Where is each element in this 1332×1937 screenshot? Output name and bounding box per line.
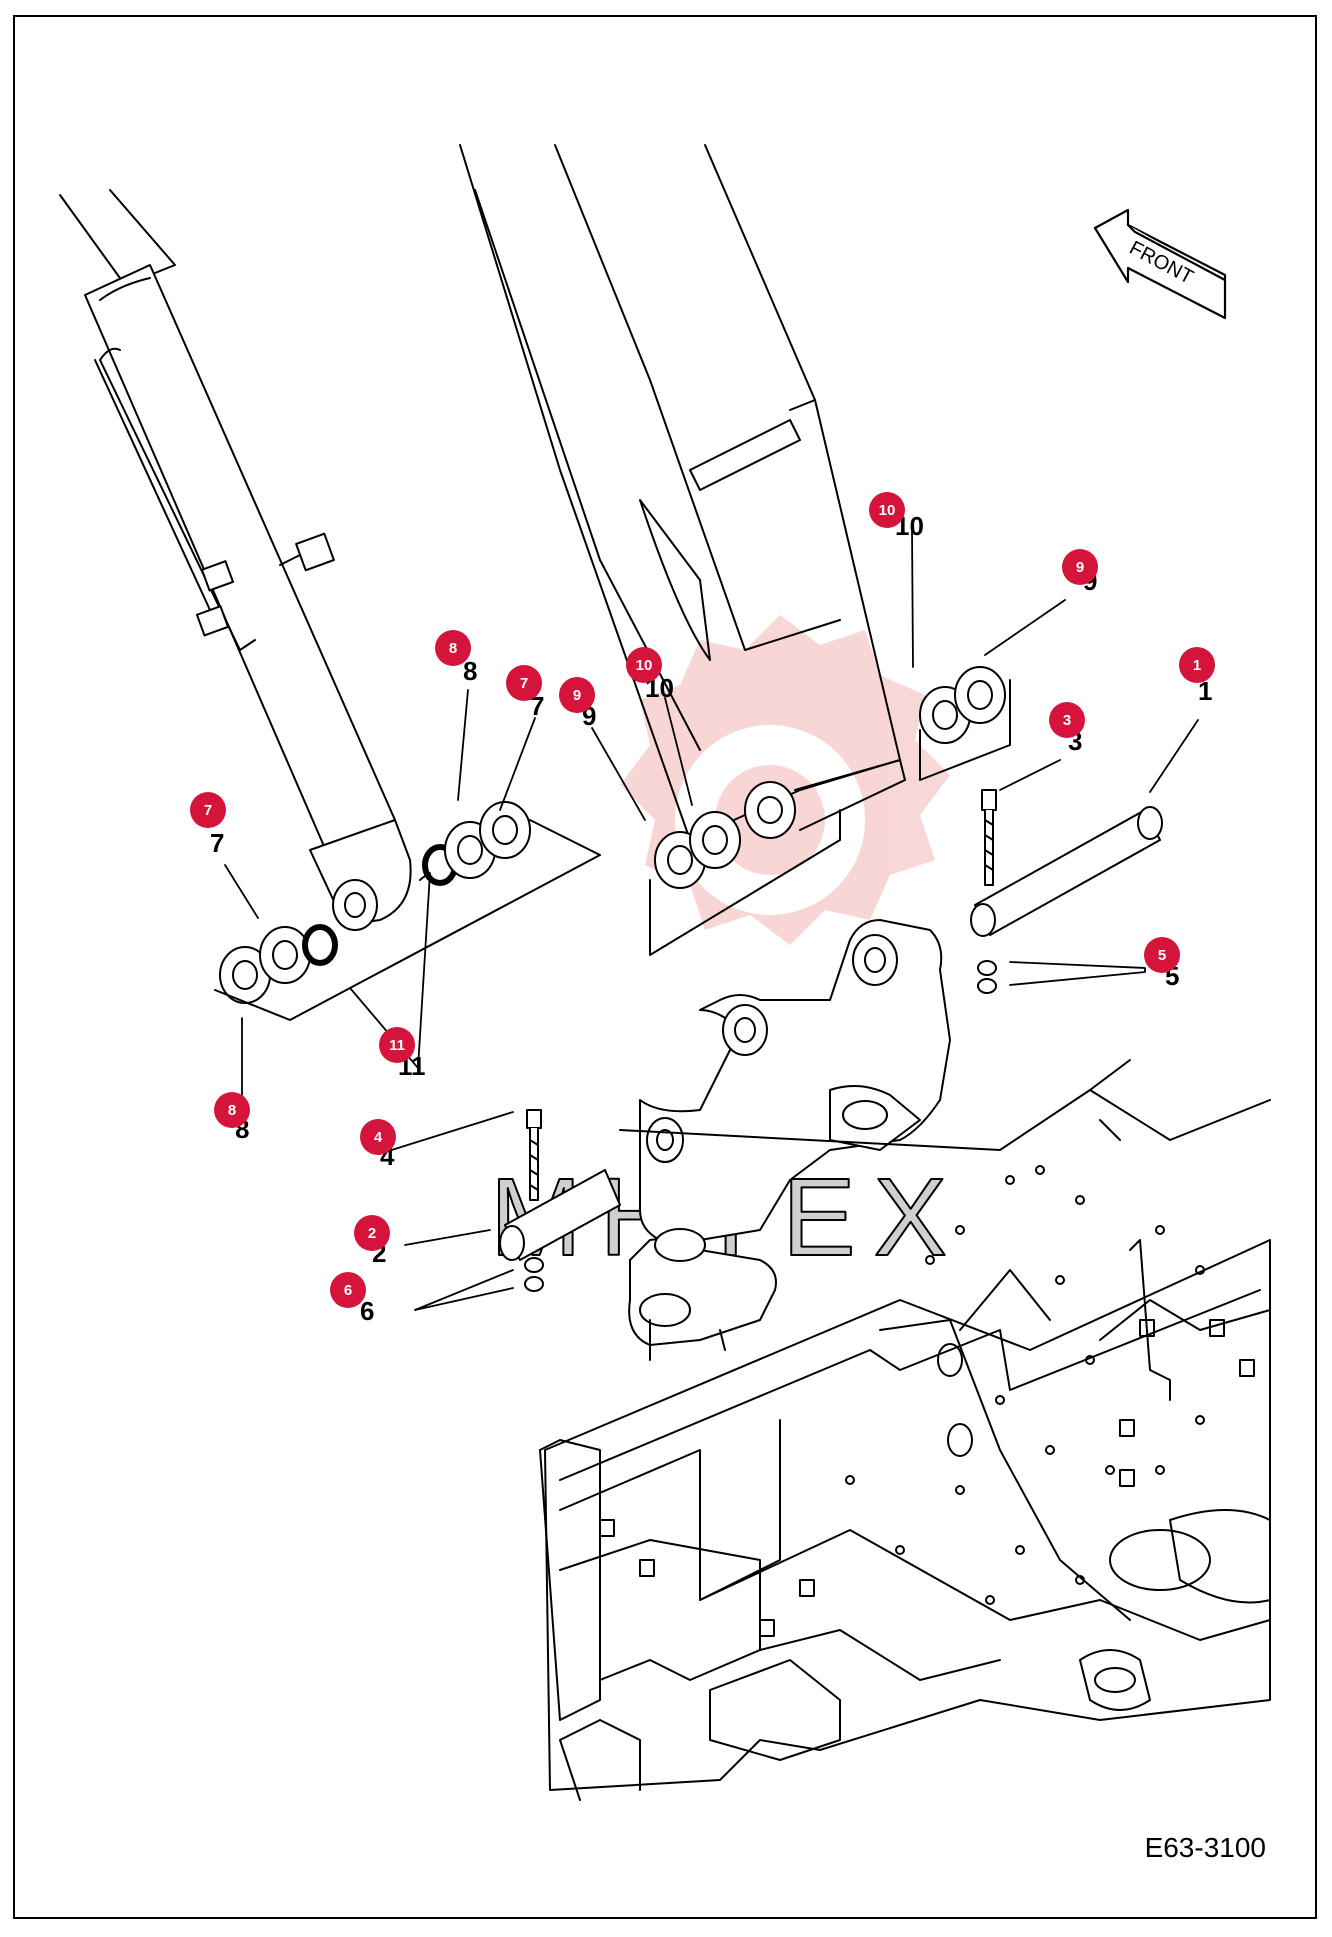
front-arrow-icon: FRONT [1093, 208, 1227, 320]
callout-badge-text-c10a: 10 [636, 657, 653, 674]
bolt-3 [977, 789, 997, 994]
callout-badge-text-c2: 2 [368, 1225, 376, 1242]
upper-frame [539, 1059, 1271, 1801]
callout-badge-text-c9b: 9 [1076, 559, 1084, 576]
callout-number-c8a: 8 [463, 656, 477, 686]
callouts: 112233445566777788889999101010101111 [190, 492, 1215, 1326]
callout-badge-c7b[interactable] [506, 665, 542, 701]
callout-number-c7b: 7 [530, 691, 544, 721]
callout-badge-c11[interactable] [379, 1027, 415, 1063]
callout-badge-c9a[interactable] [559, 677, 595, 713]
washer-group-left [214, 801, 601, 1021]
washer-group-center [649, 809, 841, 956]
callout-badge-c5[interactable] [1144, 937, 1180, 973]
callout-number-c1: 1 [1198, 676, 1212, 706]
callout-badge-c1[interactable] [1179, 647, 1215, 683]
callout-badge-text-c3: 3 [1063, 712, 1071, 729]
callout-badge-c7a[interactable] [190, 792, 226, 828]
callout-badge-c4[interactable] [360, 1119, 396, 1155]
callout-badge-text-c8a: 8 [449, 640, 457, 657]
pin-1 [970, 806, 1163, 937]
callout-badge-text-c8b: 8 [228, 1102, 236, 1119]
callout-badge-text-c1: 1 [1193, 657, 1201, 674]
boom-arm [459, 144, 906, 841]
washer-group-right [919, 666, 1011, 781]
callout-badge-text-c11: 11 [389, 1037, 405, 1054]
callout-badge-c3[interactable] [1049, 702, 1085, 738]
bolt-4 [524, 1109, 544, 1292]
callout-badge-c9b[interactable] [1062, 549, 1098, 585]
callout-badge-text-c7a: 7 [204, 802, 212, 819]
callout-badge-c10b[interactable] [869, 492, 905, 528]
callout-badge-text-c10b: 10 [879, 502, 896, 519]
callout-badge-text-c7b: 7 [520, 675, 528, 692]
boom-cylinder [59, 189, 441, 931]
drawing-code: E63-3100 [1144, 1832, 1266, 1863]
callout-badge-c2[interactable] [354, 1215, 390, 1251]
callout-number-c6: 6 [360, 1296, 374, 1326]
callout-badge-c8a[interactable] [435, 630, 471, 666]
callout-badge-c6[interactable] [330, 1272, 366, 1308]
drawing-frame [13, 15, 1317, 1919]
callout-badge-text-c5: 5 [1158, 947, 1166, 964]
callout-badge-text-c4: 4 [374, 1129, 383, 1146]
callout-badge-text-c6: 6 [344, 1282, 352, 1299]
callout-badge-c8b[interactable] [214, 1092, 250, 1128]
pin-2 [499, 1169, 621, 1261]
callout-badge-c10a[interactable] [626, 647, 662, 683]
callout-number-c7a: 7 [210, 828, 224, 858]
swing-bracket [628, 919, 951, 1361]
callout-badge-text-c9a: 9 [573, 687, 581, 704]
